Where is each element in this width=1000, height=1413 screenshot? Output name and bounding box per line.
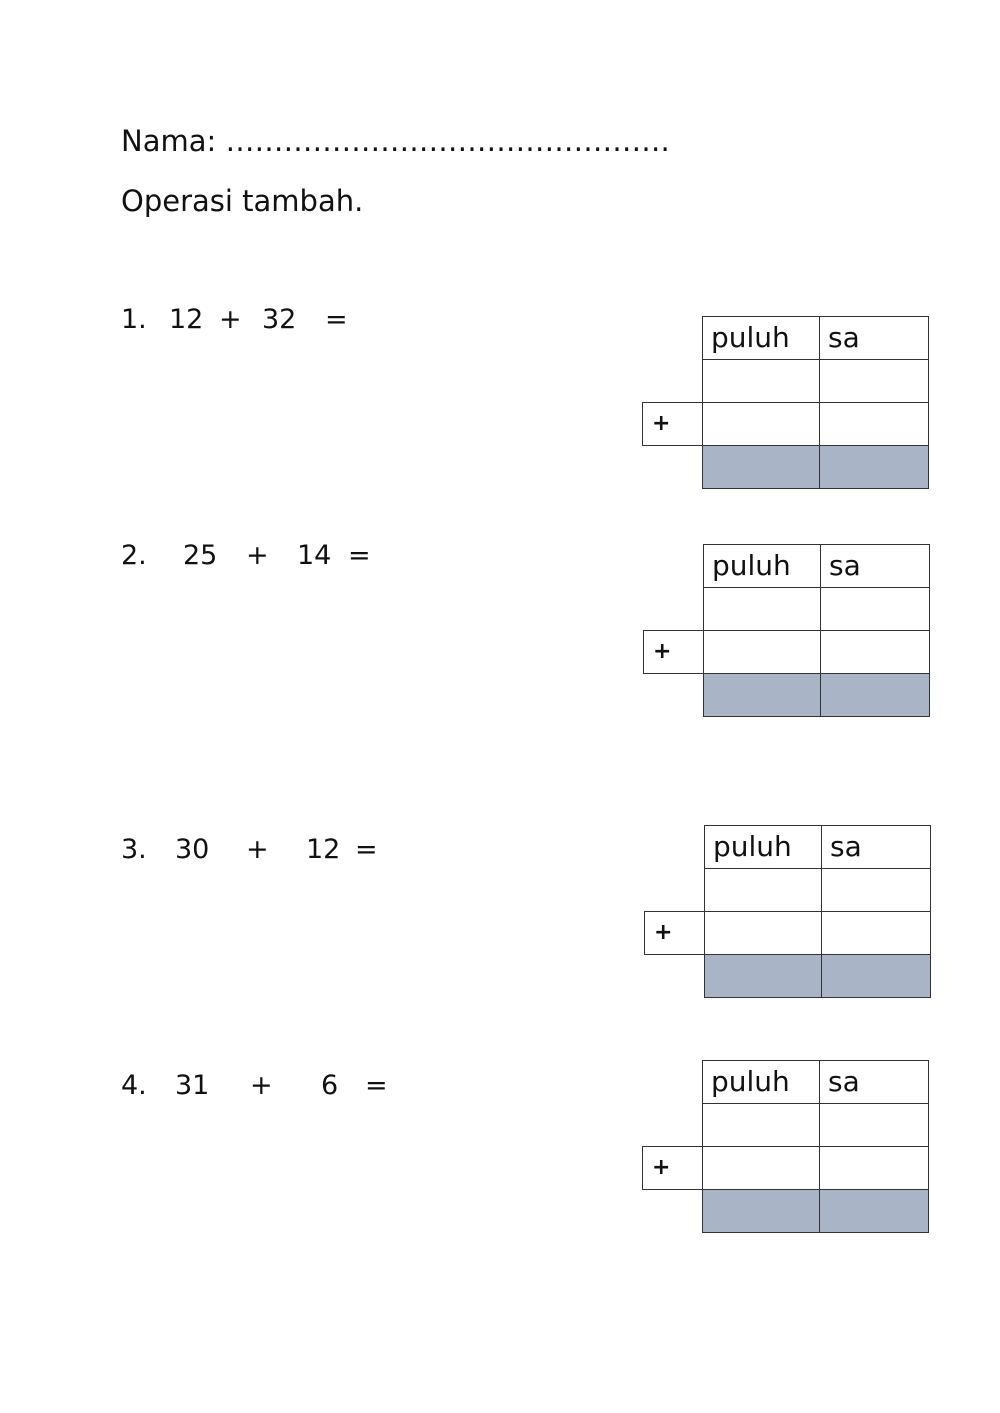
answer-cell-sa-row1[interactable] (820, 587, 930, 631)
plus-box: + (642, 1146, 703, 1190)
place-value-grid-1: puluh sa + (642, 316, 932, 489)
addend-a: 25 (183, 540, 218, 571)
sum-cell-sa[interactable] (820, 673, 930, 717)
answer-cell-puluh-row2[interactable] (704, 911, 822, 955)
header-sa: sa (820, 544, 930, 588)
header-puluh: puluh (702, 1060, 820, 1104)
problem-number: 1. (121, 304, 147, 335)
plus-box: + (643, 630, 704, 674)
answer-cell-puluh-row1[interactable] (704, 868, 822, 912)
addend-b: 32 (262, 304, 297, 335)
plus-sign: + (250, 1070, 273, 1101)
addend-a: 12 (169, 304, 204, 335)
addend-a: 31 (175, 1070, 210, 1101)
sum-cell-puluh[interactable] (702, 445, 820, 489)
answer-cell-sa-row1[interactable] (819, 359, 929, 403)
sum-cell-sa[interactable] (819, 445, 929, 489)
sum-cell-puluh[interactable] (702, 1189, 820, 1233)
equals-sign: = (365, 1070, 388, 1101)
header-sa: sa (821, 825, 931, 869)
name-field-label: Nama: ………………………………………. (121, 124, 670, 158)
plus-sign: + (219, 304, 242, 335)
header-sa: sa (819, 316, 929, 360)
sum-cell-puluh[interactable] (704, 954, 822, 998)
problem-number: 3. (121, 834, 147, 865)
answer-cell-sa-row1[interactable] (819, 1103, 929, 1147)
answer-cell-sa-row1[interactable] (821, 868, 931, 912)
addend-b: 6 (321, 1070, 339, 1101)
problem-number: 4. (121, 1070, 147, 1101)
header-sa: sa (819, 1060, 929, 1104)
problem-number: 2. (121, 540, 147, 571)
answer-cell-puluh-row1[interactable] (702, 1103, 820, 1147)
answer-cell-sa-row2[interactable] (820, 630, 930, 674)
sum-cell-sa[interactable] (821, 954, 931, 998)
place-value-grid-2: puluh sa + (643, 544, 933, 717)
addend-b: 12 (306, 834, 341, 865)
answer-cell-puluh-row2[interactable] (703, 630, 821, 674)
worksheet-title: Operasi tambah. (121, 184, 364, 218)
sum-cell-puluh[interactable] (703, 673, 821, 717)
answer-cell-sa-row2[interactable] (819, 1146, 929, 1190)
plus-box: + (644, 911, 705, 955)
header-puluh: puluh (704, 825, 822, 869)
equals-sign: = (325, 304, 348, 335)
sum-cell-sa[interactable] (819, 1189, 929, 1233)
addend-b: 14 (297, 540, 332, 571)
addend-a: 30 (175, 834, 210, 865)
equals-sign: = (348, 540, 371, 571)
plus-sign: + (246, 540, 269, 571)
plus-box: + (642, 402, 703, 446)
answer-cell-sa-row2[interactable] (819, 402, 929, 446)
answer-cell-sa-row2[interactable] (821, 911, 931, 955)
equals-sign: = (355, 834, 378, 865)
header-puluh: puluh (702, 316, 820, 360)
answer-cell-puluh-row1[interactable] (702, 359, 820, 403)
place-value-grid-4: puluh sa + (642, 1060, 932, 1233)
header-puluh: puluh (703, 544, 821, 588)
answer-cell-puluh-row1[interactable] (703, 587, 821, 631)
answer-cell-puluh-row2[interactable] (702, 1146, 820, 1190)
plus-sign: + (246, 834, 269, 865)
place-value-grid-3: puluh sa + (644, 825, 934, 998)
answer-cell-puluh-row2[interactable] (702, 402, 820, 446)
